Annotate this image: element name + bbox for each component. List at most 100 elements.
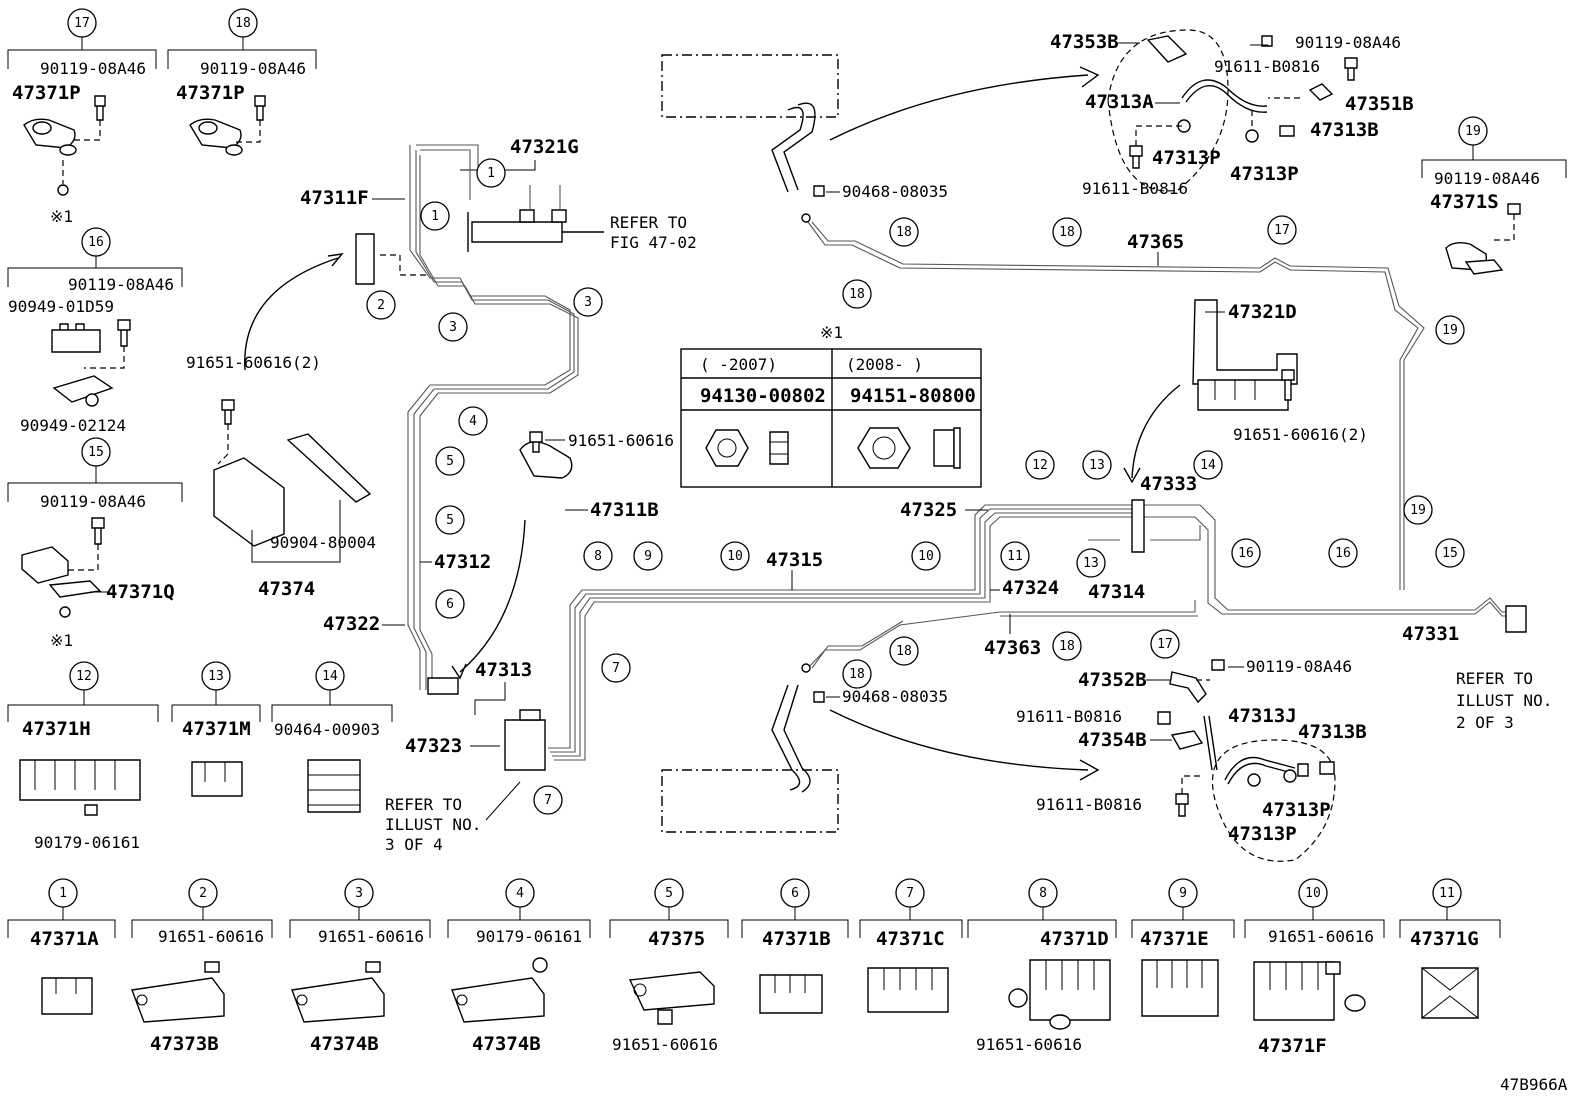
part-label: 47352B (1078, 669, 1147, 691)
part-label: 90468-08035 (842, 182, 948, 201)
legend-number: 19 (1465, 124, 1481, 139)
callout-17: 17 (1150, 629, 1180, 659)
callout-circle (842, 279, 872, 309)
part-label: 47324 (1002, 577, 1059, 599)
callout-number: 18 (849, 667, 865, 682)
legend-number: 11 (1439, 886, 1455, 901)
callout-number: 5 (446, 454, 454, 469)
callout-circle (1000, 541, 1030, 571)
footnote-mark: ※1 (820, 323, 843, 342)
callout-circle (1052, 217, 1082, 247)
callout-number: 18 (849, 287, 865, 302)
callout-circle (1052, 631, 1082, 661)
part-label: 47313P (1228, 823, 1297, 845)
part-label: 47313J (1228, 705, 1297, 727)
callout-circle (1231, 538, 1261, 568)
part-label: 91611-B0816 (1016, 707, 1122, 726)
callout-circle (583, 541, 613, 571)
legend-clamp-16: 16 90119-08A46 90949-01D59 90949-02124 (7, 227, 183, 435)
refer-note: ILLUST NO. (1456, 691, 1552, 710)
callout-number: 18 (896, 225, 912, 240)
legend-clamp-10: 10 91651-60616 47371F (1244, 878, 1385, 1057)
part-label: 90119-08A46 (68, 275, 174, 294)
callout-18: 18 (1052, 217, 1082, 247)
legend-clamp-11: 11 47371G (1399, 878, 1501, 1019)
callout-number: 1 (487, 166, 495, 181)
legend-clamp-19: 19 90119-08A46 47371S (1421, 116, 1567, 275)
callout-18: 18 (889, 217, 919, 247)
callout-2: 2 (366, 290, 396, 320)
callout-number: 13 (1089, 458, 1105, 473)
legend-number: 14 (322, 669, 338, 684)
part-label: 47333 (1140, 473, 1197, 495)
legend-clamp-9: 9 47371E (1131, 878, 1235, 1017)
legend-clamp-7: 7 47371C (859, 878, 963, 1013)
callout-number: 19 (1442, 323, 1458, 338)
callout-number: 7 (612, 661, 620, 676)
callout-number: 12 (1032, 458, 1048, 473)
callout-17: 17 (1267, 215, 1297, 245)
callout-circle (1150, 629, 1180, 659)
bracket-47321D: 47321D 91651-60616(2) (1123, 299, 1368, 484)
part-label: 91611-B0816 (1082, 179, 1188, 198)
callout-11: 11 (1000, 541, 1030, 571)
callout-circle (889, 217, 919, 247)
diagram-code: 47B966A (1500, 1075, 1568, 1094)
part-label: 47371S (1430, 191, 1499, 213)
legend-number: 7 (906, 886, 914, 901)
legend-number: 18 (235, 16, 251, 31)
part-label: 47313A (1085, 91, 1154, 113)
legend-clamp-13: 13 47371M (171, 661, 261, 797)
callout-number: 7 (544, 793, 552, 808)
callout-18: 18 (842, 279, 872, 309)
footnote-mark: ※1 (50, 207, 73, 226)
callout-13: 13 (1076, 548, 1106, 578)
legend-number: 12 (76, 669, 92, 684)
part-label: 90119-08A46 (1434, 169, 1540, 188)
part-label: 47313P (1230, 163, 1299, 185)
part-label: 90179-06161 (476, 927, 582, 946)
detail-upper-right: 47353B 90119-08A46 91611-B0816 47313A 47… (1050, 29, 1414, 198)
detail-lower-right: 47352B 90119-08A46 91611-B0816 47313J 47… (1016, 657, 1367, 862)
hose-upper: 90468-08035 (661, 54, 1100, 201)
callout-18: 18 (842, 659, 872, 689)
part-label: 91651-60616(2) (1233, 425, 1368, 444)
callout-18: 18 (889, 636, 919, 666)
brake-lines-rear: 47365 (801, 213, 1425, 673)
callout-number: 4 (469, 414, 477, 429)
refer-note: FIG 47-02 (610, 233, 697, 252)
refer-note: 3 OF 4 (385, 835, 443, 854)
callout-circle (633, 541, 663, 571)
callout-12: 12 (1025, 450, 1055, 480)
callout-circle (601, 653, 631, 683)
callout-circle (1082, 450, 1112, 480)
legend-number: 17 (74, 16, 90, 31)
callout-number: 2 (377, 298, 385, 313)
callout-number: 14 (1200, 458, 1216, 473)
part-label: 90468-08035 (842, 687, 948, 706)
part-label: 47351B (1345, 93, 1414, 115)
part-label: 47371M (182, 718, 251, 740)
part-label: 90119-08A46 (1246, 657, 1352, 676)
refer-note: REFER TO (385, 795, 462, 814)
legend-number: 1 (59, 886, 67, 901)
part-label: 91651-60616 (976, 1035, 1082, 1054)
callout-number: 10 (918, 549, 934, 564)
part-label: 90904-80004 (270, 533, 376, 552)
legend-clamp-2: 2 91651-60616 47373B (131, 878, 273, 1055)
callout-number: 17 (1274, 223, 1290, 238)
part-label: 47313 (475, 659, 532, 681)
callout-circle (476, 158, 506, 188)
callout-circle (366, 290, 396, 320)
part-label: 47322 (323, 613, 380, 635)
refer-note: REFER TO (610, 213, 687, 232)
part-label: 47321G (510, 136, 579, 158)
part-label: 47375 (648, 928, 705, 950)
part-label: 47321D (1228, 301, 1297, 323)
callout-3: 3 (438, 312, 468, 342)
callout-circle (1076, 548, 1106, 578)
callout-circle (1193, 450, 1223, 480)
part-label: 47331 (1402, 623, 1459, 645)
part-label: 47311F (300, 187, 369, 209)
